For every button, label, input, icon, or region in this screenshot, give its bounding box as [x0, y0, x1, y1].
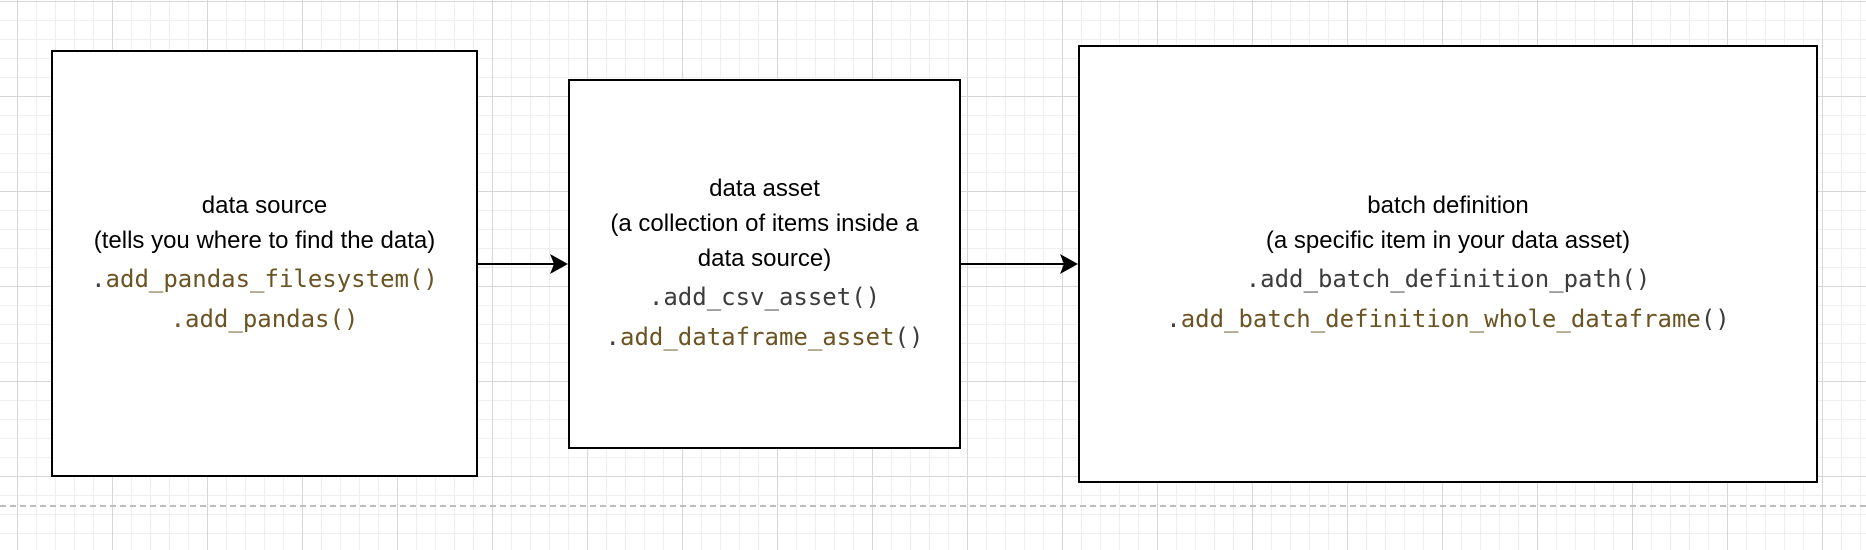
data-source-subtitle: (tells you where to find the data) — [93, 226, 436, 254]
data-asset-node[interactable]: data asset (a collection of items inside… — [568, 79, 961, 449]
page-break-line — [0, 505, 1866, 507]
arrow-source-to-asset[interactable] — [478, 254, 568, 274]
data-asset-title: data asset — [709, 174, 820, 202]
batch-definition-subtitle: (a specific item in your data asset) — [1265, 227, 1631, 254]
batch-definition-title: batch definition — [1367, 192, 1529, 219]
data-asset-subtitle-line2: data source) — [697, 244, 832, 272]
method-add-dataframe-asset: .add_dataframe_asset() — [605, 322, 924, 351]
method-add-pandas: .add_pandas() — [170, 304, 359, 333]
method-add-batch-definition-path: .add_batch_definition_path() — [1245, 265, 1651, 293]
method-add-batch-definition-whole-dataframe: .add_batch_definition_whole_dataframe() — [1166, 305, 1730, 333]
data-source-title: data source — [201, 191, 328, 219]
data-source-node[interactable]: data source (tells you where to find the… — [51, 50, 478, 477]
data-asset-subtitle-line1: (a collection of items inside a — [610, 209, 919, 237]
method-add-csv-asset: .add_csv_asset() — [648, 282, 881, 311]
batch-definition-node[interactable]: batch definition (a specific item in you… — [1078, 45, 1818, 483]
method-add-pandas-filesystem: .add_pandas_filesystem() — [91, 264, 438, 293]
arrow-asset-to-batch[interactable] — [961, 254, 1078, 274]
